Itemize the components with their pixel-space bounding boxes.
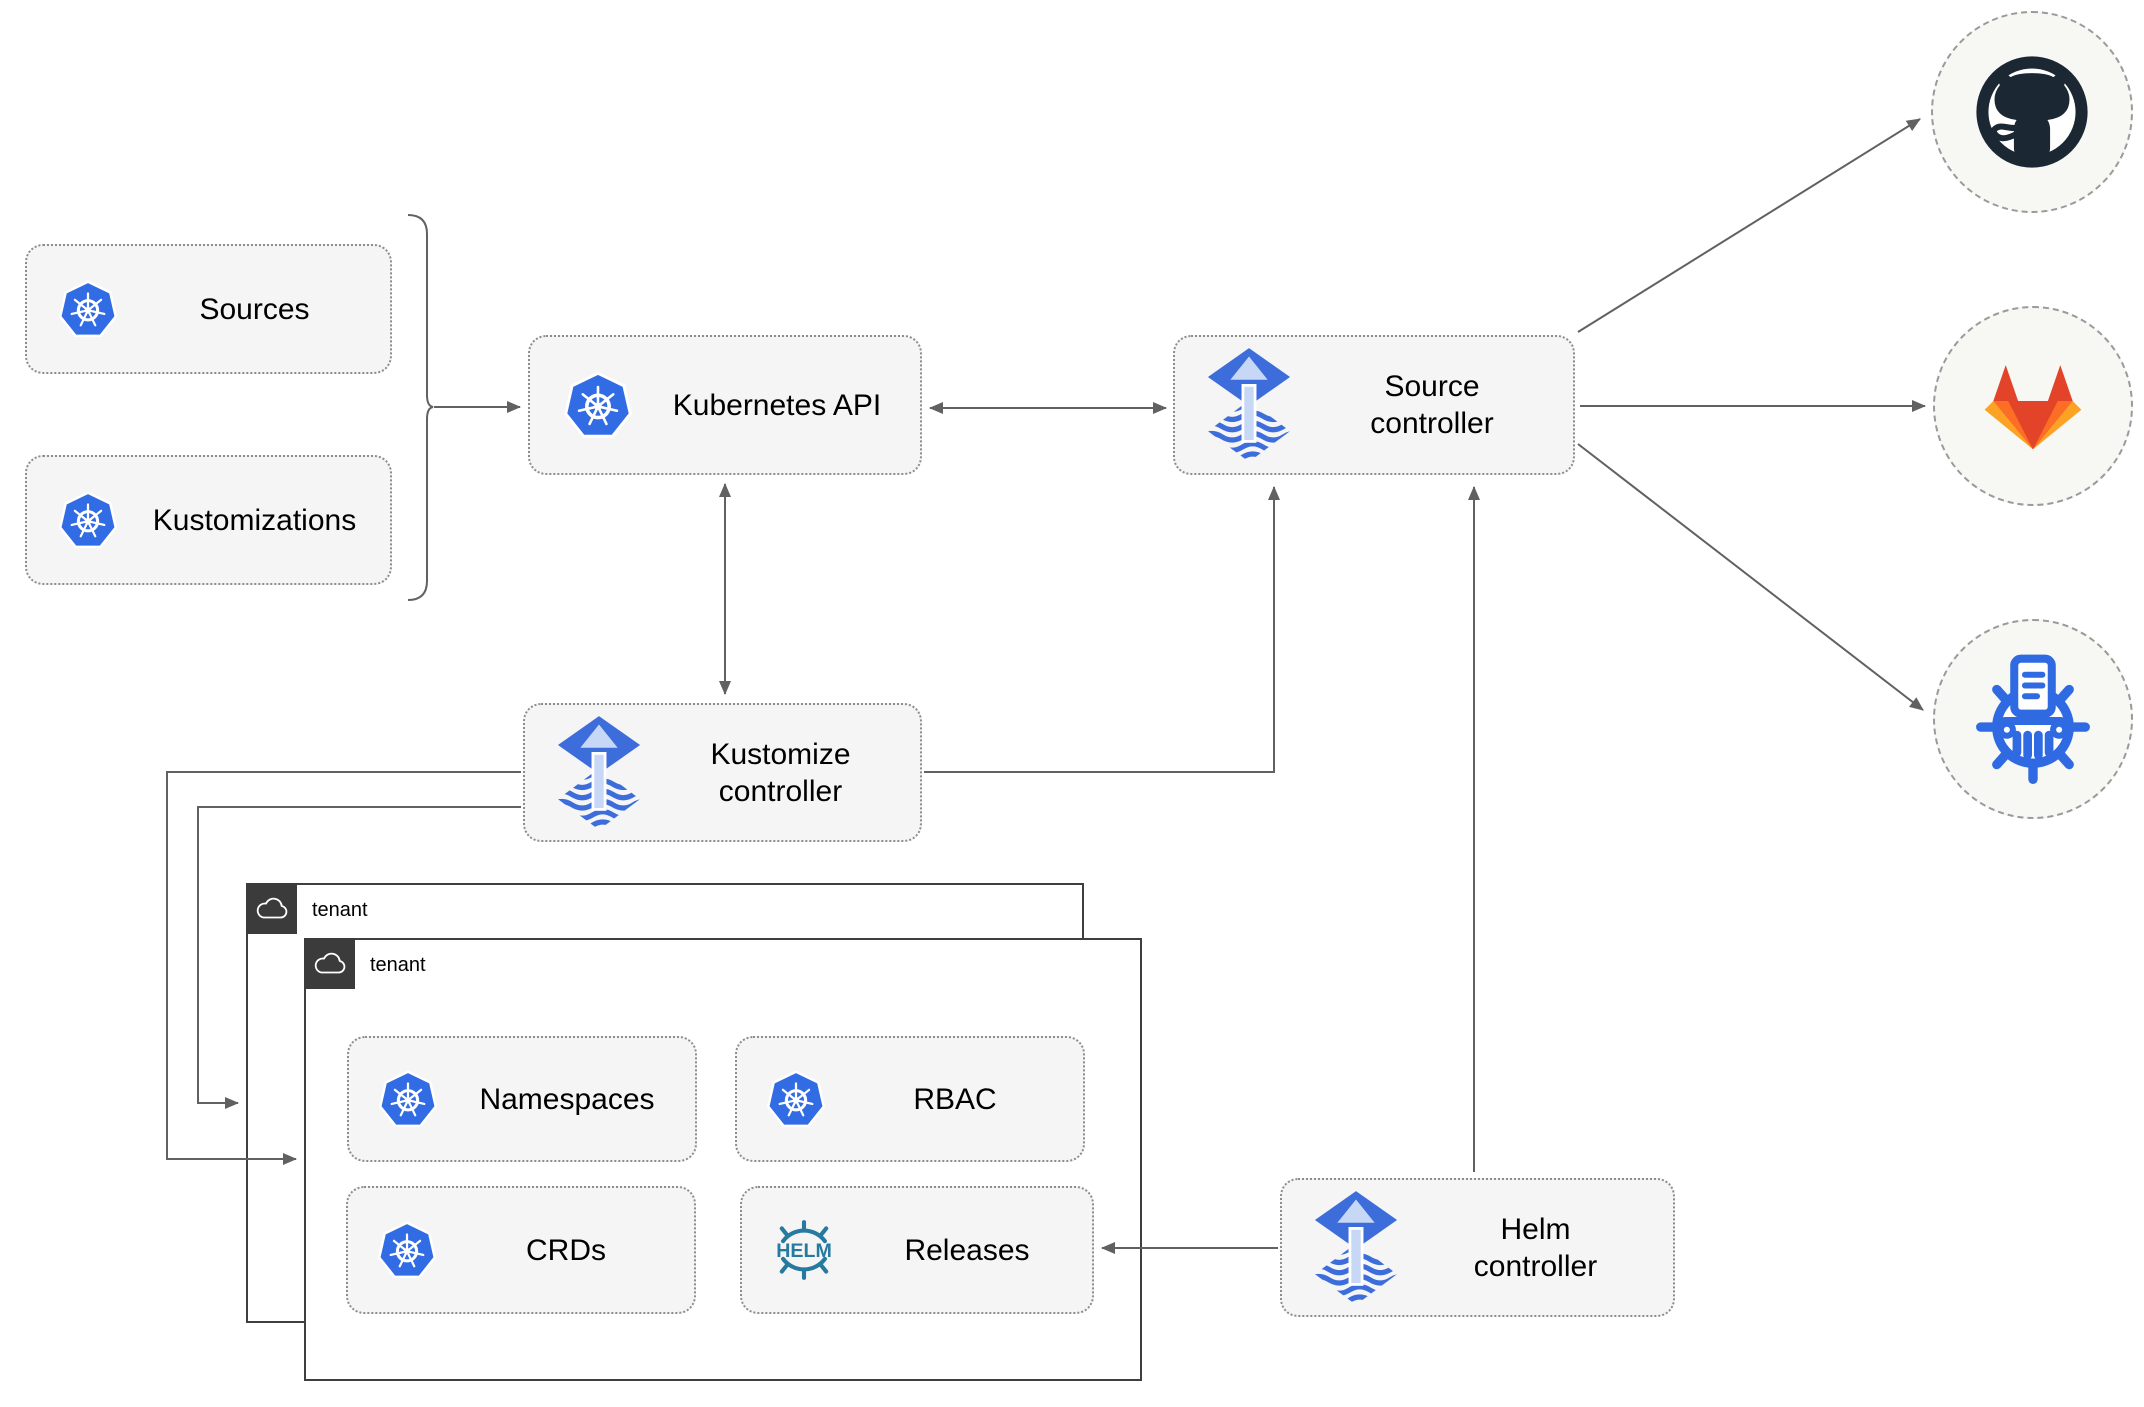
node-helm-controller: Helm controller [1280,1178,1675,1317]
node-releases: Releases [740,1186,1094,1314]
flux-icon [1207,348,1291,462]
node-label: Kustomize controller [641,736,920,810]
node-label: Kubernetes API [672,388,882,422]
tenant-front-label: tenant [370,954,426,976]
tenant-back-header [246,883,297,934]
node-label: CRDs [526,1233,606,1267]
node-kubernetes-api: Kubernetes API [528,335,922,475]
kubernetes-icon [376,1219,438,1281]
node-kustomizations: Kustomizations [25,455,392,585]
external-github [1931,11,2133,213]
external-chartmuseum [1933,619,2133,819]
flux-icon [1314,1191,1398,1305]
bracket-sources-kustomizations [407,214,434,601]
node-label-line2: controller [1370,407,1494,440]
flux-icon [557,716,641,830]
node-label-line1: Source [1384,370,1480,403]
node-label-line2: controller [1473,1249,1598,1283]
github-icon [1965,45,2099,179]
node-crds: CRDs [346,1186,696,1314]
cloud-icon [254,896,290,922]
node-source-controller: Source controller [1173,335,1575,475]
node-label: Source controller [1291,368,1573,442]
node-label: Namespaces [479,1082,655,1116]
kubernetes-icon [765,1068,827,1130]
kubernetes-icon [562,369,634,441]
kubernetes-icon [57,278,119,340]
node-label-line1: Helm [1500,1212,1571,1246]
gitlab-icon [1971,350,2095,462]
tenant-group-front: tenant Namespaces RBAC CRDs Releases [304,938,1142,1381]
kubernetes-icon [57,489,119,551]
node-sources: Sources [25,244,392,374]
node-label-line1: Kustomize [710,737,851,771]
kubernetes-icon [377,1068,439,1130]
chartmuseum-icon [1966,652,2100,786]
node-rbac: RBAC [735,1036,1085,1162]
node-label: Sources [199,292,310,326]
edge-source-to-github [1577,118,1921,333]
node-label: Releases [904,1233,1030,1267]
edge-source-to-chartmuseum [1577,443,1924,711]
node-label: Helm controller [1398,1211,1673,1285]
external-gitlab [1933,306,2133,506]
node-namespaces: Namespaces [347,1036,697,1162]
tenant-back-label: tenant [312,899,368,921]
cloud-icon [312,951,348,977]
node-kustomize-controller: Kustomize controller [523,703,922,842]
helm-icon [766,1217,842,1283]
node-label-line2: controller [718,774,843,808]
node-label: Kustomizations [152,503,357,537]
edge-kustomize-to-source-controller [924,486,1280,773]
tenant-front-header [304,938,355,989]
node-label: RBAC [913,1082,997,1116]
